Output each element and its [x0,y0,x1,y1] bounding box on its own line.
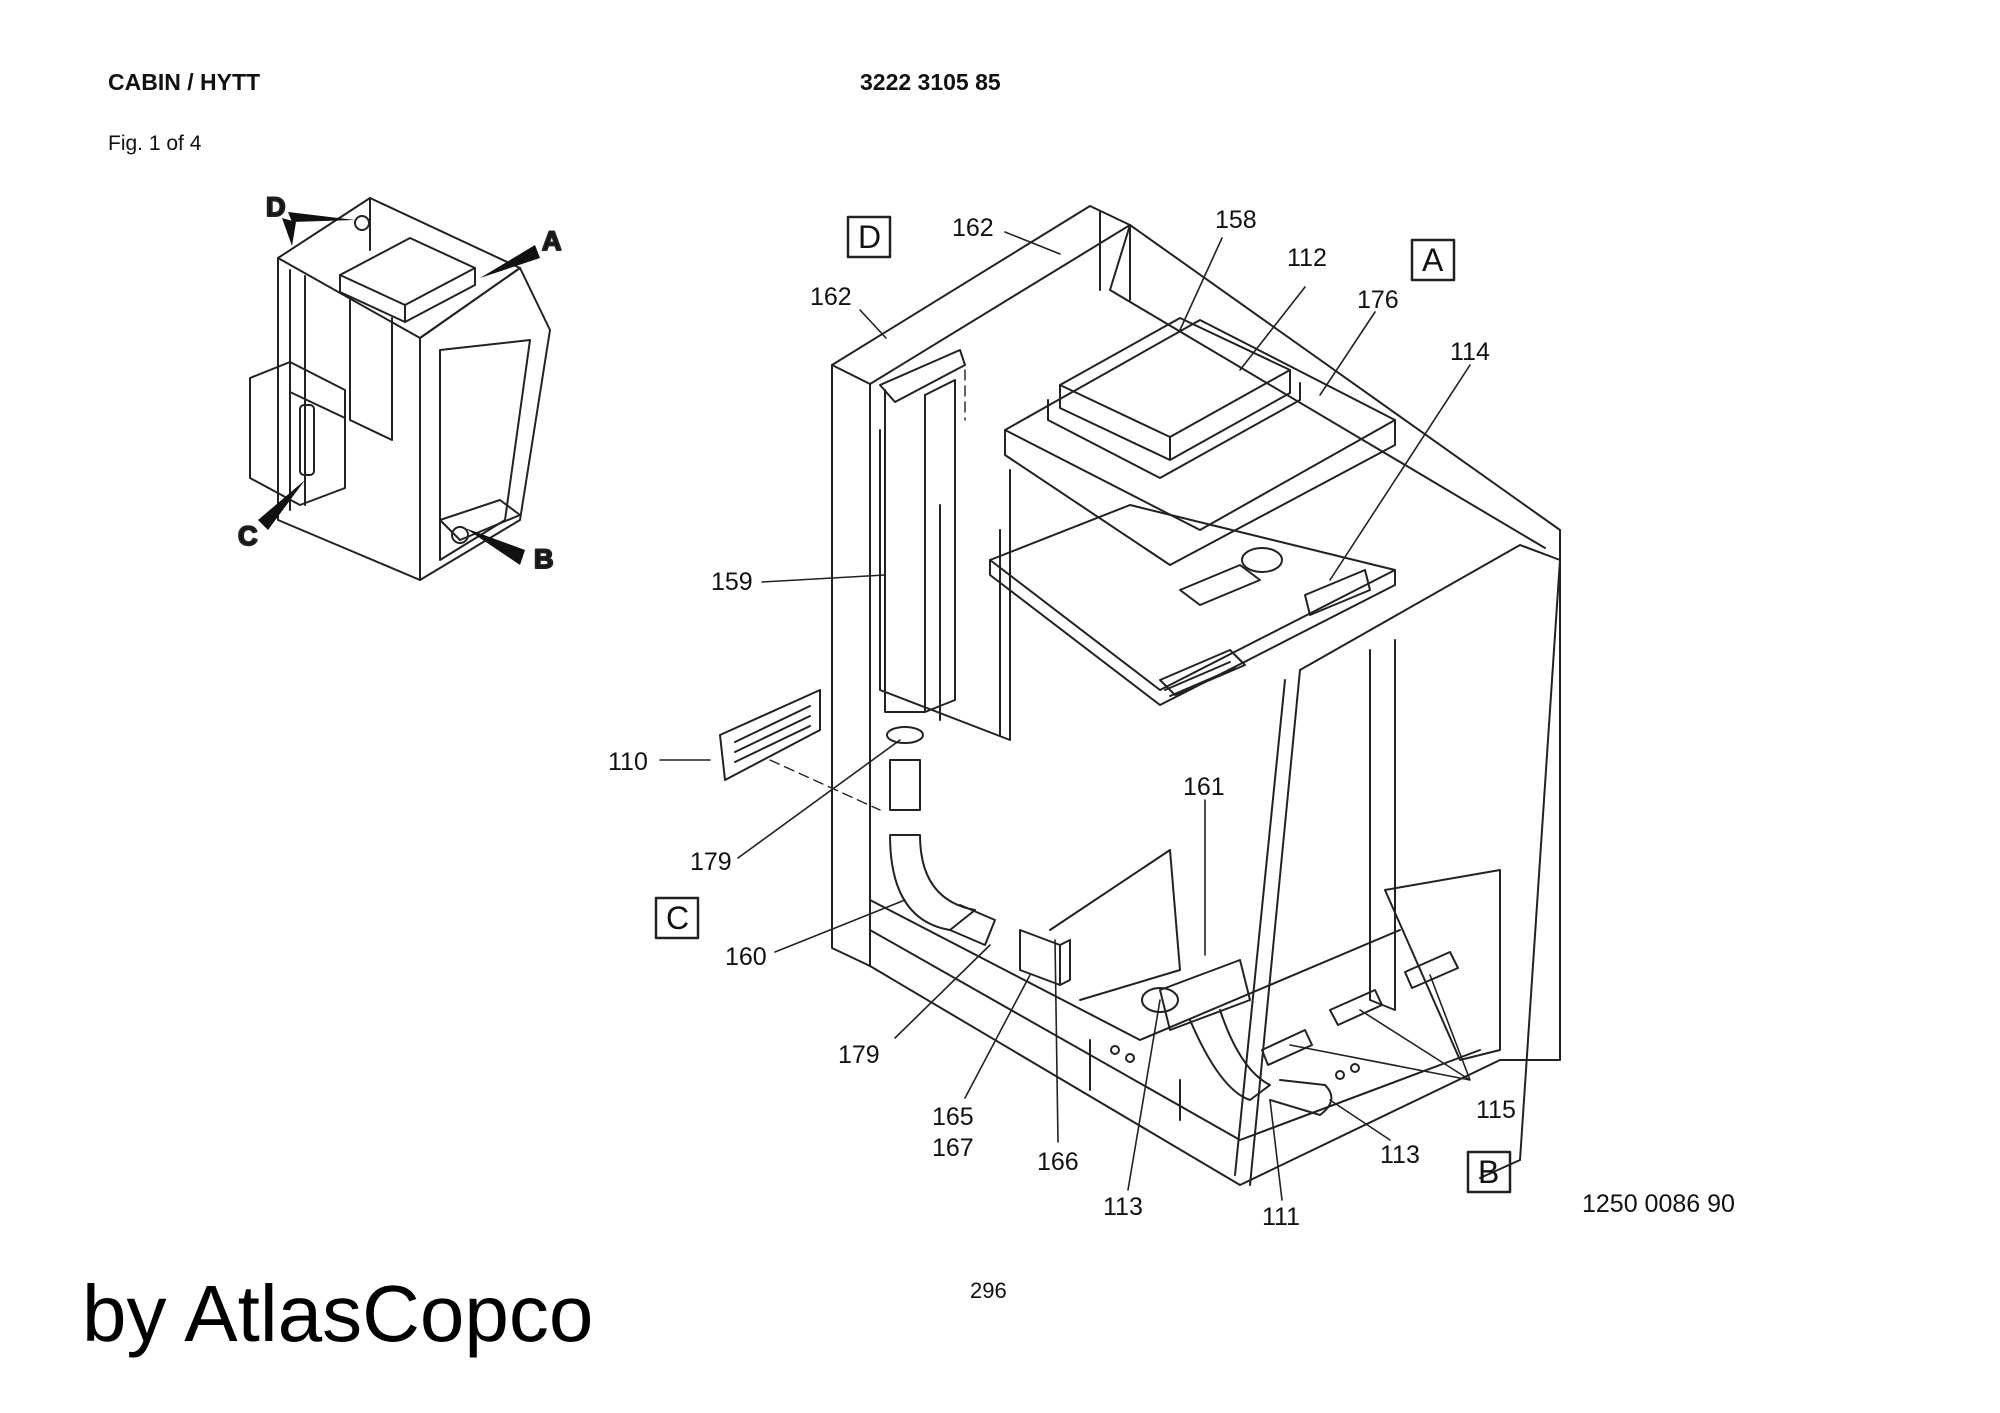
part-label-166: 166 [1037,1148,1079,1176]
part-label-113-left: 113 [1103,1193,1143,1221]
figure-label: Fig. 1 of 4 [108,132,202,155]
vertical-air-duct [879,349,966,713]
floor-vents [1261,951,1459,1066]
part-label-111: 111 [1262,1203,1300,1231]
part-label-158: 158 [1215,206,1257,234]
part-label-113-right: 113 [1380,1141,1420,1169]
overview-callout-c: C [238,521,258,551]
part-label-112: 112 [1287,244,1327,272]
view-label-d: D [858,219,881,255]
view-label-b: B [1478,1154,1499,1190]
view-box-b [1466,1150,1512,1194]
overview-callout-b: B [534,544,554,574]
part-label-162-top: 162 [952,214,994,242]
part-label-167: 167 [932,1134,974,1162]
roof-air-plate [989,504,1396,706]
part-label-165: 165 [932,1103,974,1131]
part-label-161: 161 [1183,773,1225,801]
view-box-d [846,215,892,259]
part-label-159: 159 [711,568,753,596]
part-label-179-upper: 179 [690,848,732,876]
overview-callout-a: A [542,226,562,256]
leader-lines [659,231,1471,1201]
roof-filter-unit [1004,317,1396,566]
cabin-frame [831,205,1561,1186]
part-label-114: 114 [1450,338,1490,366]
part-label-160: 160 [725,943,767,971]
view-box-a [1410,238,1456,282]
view-label-c: C [666,900,689,936]
drawing-number: 1250 0086 90 [1582,1190,1735,1218]
page-title: CABIN / HYTT [108,69,261,95]
part-number: 3222 3105 85 [860,69,1001,95]
heater-hoses [886,726,1333,1116]
part-label-110: 110 [608,748,648,776]
part-label-115: 115 [1476,1096,1516,1124]
part-label-179-lower: 179 [838,1041,880,1069]
brand-watermark: by AtlasCopco [82,1269,594,1358]
overview-callout-d: D [266,192,286,222]
overview-cabin [249,197,551,581]
vent-grille [719,689,821,781]
assembly-lines [769,369,966,811]
view-label-a: A [1422,242,1444,278]
view-box-c [654,896,700,940]
part-label-176: 176 [1357,286,1399,314]
part-label-162-left: 162 [810,283,852,311]
page-number: 296 [970,1278,1007,1303]
